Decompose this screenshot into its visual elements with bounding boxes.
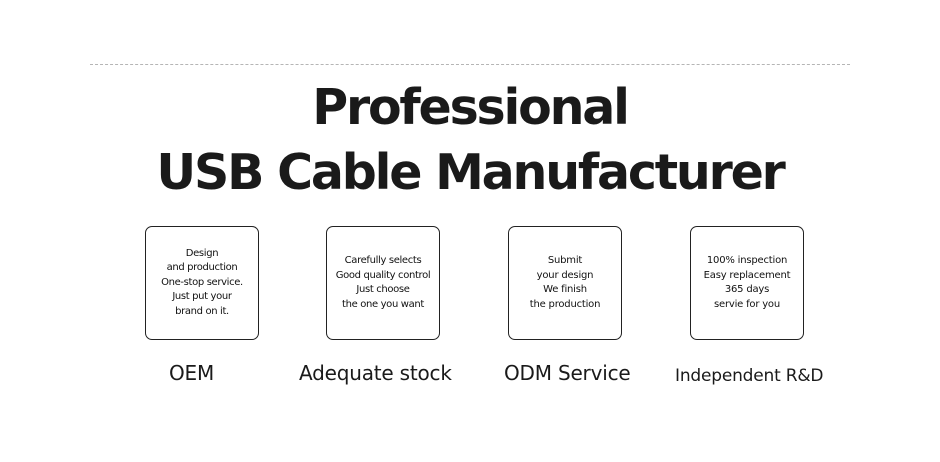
feature-description: 100% inspection Easy replacement 365 day… (703, 255, 791, 310)
headline-line-1: Professional (312, 79, 630, 136)
feature-box: Design and production One-stop service. … (145, 226, 259, 340)
feature-title: Adequate stock (299, 361, 452, 385)
feature-box: 100% inspection Easy replacement 365 day… (690, 226, 804, 340)
feature-box: Submit your design We finish the product… (508, 226, 622, 340)
headline-line-2: USB Cable Manufacturer (156, 144, 785, 201)
dashed-divider (90, 64, 850, 65)
feature-title: ODM Service (504, 361, 631, 385)
feature-description: Carefully selects Good quality control J… (335, 255, 431, 310)
feature-box: Carefully selects Good quality control J… (326, 226, 440, 340)
feature-title: OEM (169, 361, 215, 385)
feature-description: Design and production One-stop service. … (161, 247, 243, 317)
feature-description: Submit your design We finish the product… (529, 255, 601, 310)
feature-title: Independent R&D (675, 366, 824, 386)
